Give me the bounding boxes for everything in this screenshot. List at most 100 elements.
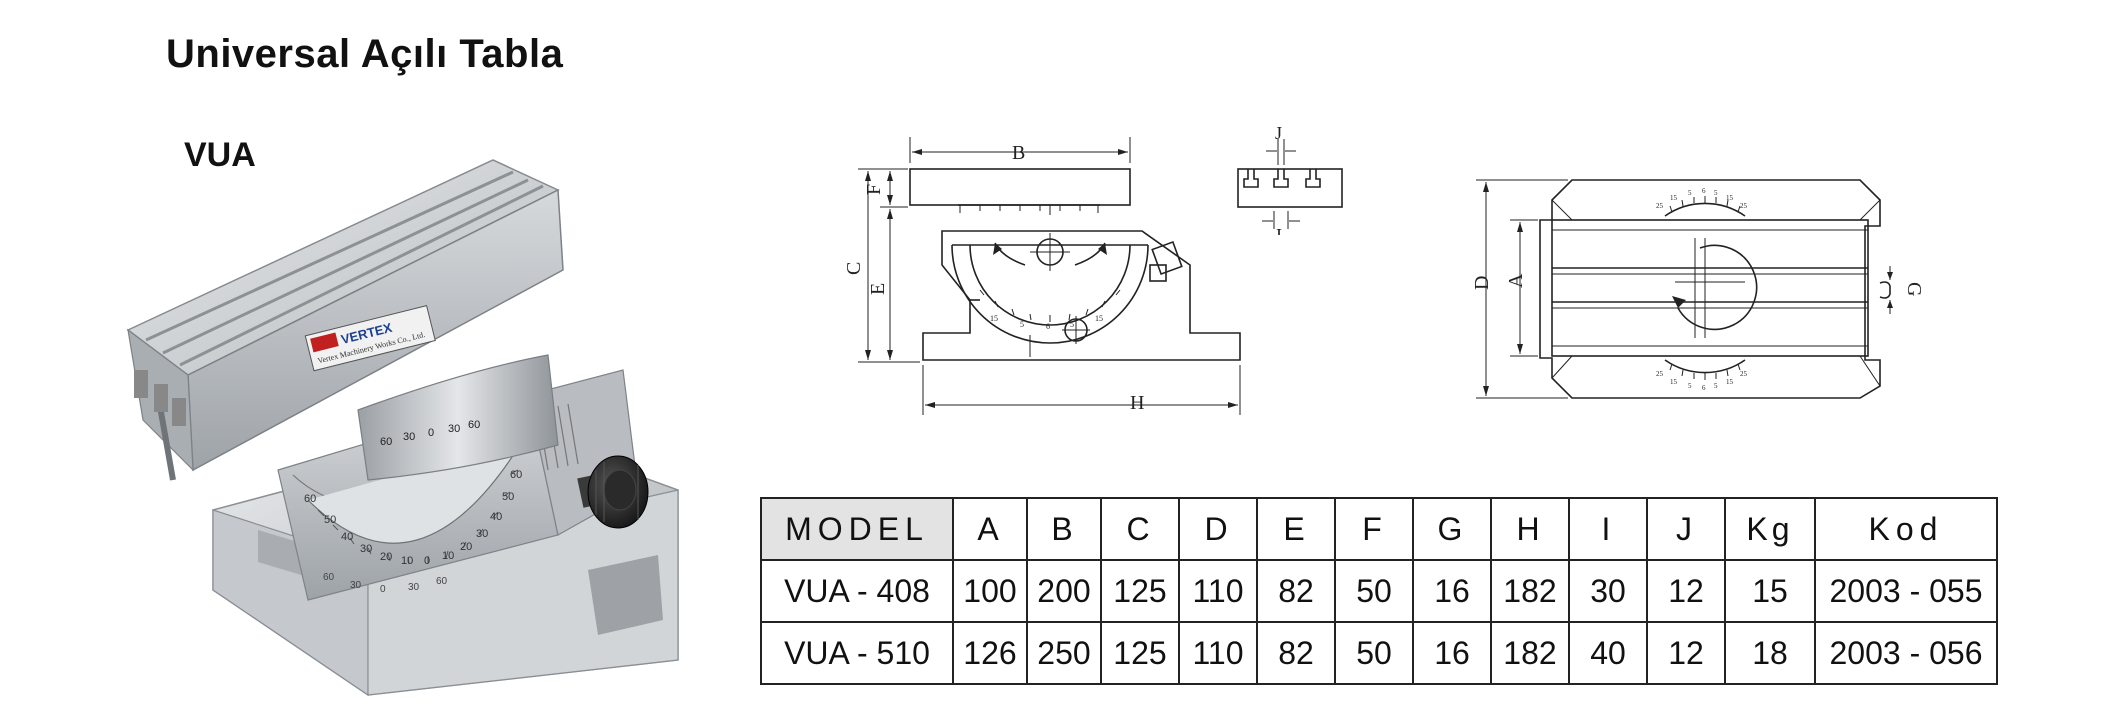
header-h: H	[1490, 497, 1570, 561]
header-kg: Kg	[1724, 497, 1816, 561]
cell-b: 200	[1026, 559, 1102, 623]
cell-kod: 2003 - 055	[1814, 559, 1998, 623]
cell-g: 16	[1412, 621, 1492, 685]
photo-scale-label: 50	[324, 514, 336, 526]
dim-label-d: D	[1471, 276, 1493, 290]
cell-kg: 15	[1724, 559, 1816, 623]
side-view-svg: 15 5 6 5 15 B H F C E	[843, 137, 1241, 415]
header-d: D	[1178, 497, 1258, 561]
cell-b: 250	[1026, 621, 1102, 685]
cell-c: 125	[1100, 559, 1180, 623]
side-view-drawing: 15 5 6 5 15 B H F C E	[840, 125, 1260, 425]
cell-a: 100	[952, 559, 1028, 623]
photo-scale-label: 10	[442, 550, 454, 562]
cell-g: 16	[1412, 559, 1492, 623]
photo-lower-scale-label: 30	[350, 580, 362, 591]
photo-scale-label: 30	[476, 528, 488, 540]
cell-h: 182	[1490, 621, 1570, 685]
cell-model: VUA - 408	[760, 559, 954, 623]
cell-f: 50	[1334, 621, 1414, 685]
header-e: E	[1256, 497, 1336, 561]
top-scale-label: 15	[1670, 194, 1678, 202]
page-title: Universal Açılı Tabla	[166, 32, 564, 76]
table-header-row: MODEL A B C D E F G H I J Kg Kod	[760, 497, 1998, 561]
header-b: B	[1026, 497, 1102, 561]
photo-lower-scale-label: 60	[436, 576, 448, 587]
top-scale-label: 25	[1656, 370, 1664, 378]
top-scale-label: 6	[1702, 384, 1706, 392]
photo-scale-label: 60	[510, 469, 522, 481]
side-scale-label: 5	[1070, 320, 1074, 329]
photo-drum-scale: 0	[428, 427, 434, 439]
top-scale-label: 5	[1714, 189, 1718, 197]
header-f: F	[1334, 497, 1414, 561]
photo-scale-label: 40	[490, 511, 502, 523]
angle-table-illustration: 60 50 40 30 20 10 0 10 20 30 40 50 60 60…	[126, 159, 679, 697]
table-row: VUA - 510 126 250 125 110 82 50 16 182 4…	[760, 621, 1998, 685]
photo-scale-label: 60	[304, 493, 316, 505]
photo-drum-scale: 30	[448, 423, 460, 435]
photo-scale-label: 20	[380, 551, 392, 563]
photo-drum-scale: 60	[468, 419, 480, 431]
cell-f: 50	[1334, 559, 1414, 623]
side-scale-label: 15	[990, 314, 998, 323]
product-photo: 60 50 40 30 20 10 0 10 20 30 40 50 60 60…	[118, 140, 688, 700]
header-i: I	[1568, 497, 1648, 561]
top-scale-label: 15	[1726, 378, 1734, 386]
header-model: MODEL	[760, 497, 954, 561]
top-view-svg: 25 15 5 6 5 15 25 25 15 5 6 5 15 25 D A …	[1471, 179, 1925, 399]
cell-d: 110	[1178, 621, 1258, 685]
dim-label-a: A	[1505, 273, 1527, 288]
spec-table: MODEL A B C D E F G H I J Kg Kod VUA - 4…	[760, 497, 1998, 685]
cell-model: VUA - 510	[760, 621, 954, 685]
cell-d: 110	[1178, 559, 1258, 623]
dim-label-b: B	[1012, 142, 1025, 164]
top-scale-label: 5	[1688, 382, 1692, 390]
slot-detail-drawing: J I	[1230, 123, 1350, 245]
photo-scale-label: 30	[360, 543, 372, 555]
header-g: G	[1412, 497, 1492, 561]
side-scale-label: 15	[1095, 314, 1103, 323]
cell-i: 30	[1568, 559, 1648, 623]
model-code: VUA	[184, 136, 256, 174]
header-a: A	[952, 497, 1028, 561]
dim-label-h: H	[1130, 392, 1144, 414]
dim-label-f: F	[863, 184, 885, 195]
cell-i: 40	[1568, 621, 1648, 685]
cell-e: 82	[1256, 621, 1336, 685]
slot-detail-svg: J I	[1237, 123, 1343, 245]
top-view-drawing: 25 15 5 6 5 15 25 25 15 5 6 5 15 25 D A …	[1460, 168, 1960, 408]
photo-drum-scale: 60	[380, 436, 392, 448]
dim-label-c: C	[843, 262, 865, 275]
dim-label-i: I	[1276, 225, 1282, 235]
top-scale-label: 25	[1656, 202, 1664, 210]
header-kod: Kod	[1814, 497, 1998, 561]
cell-c: 125	[1100, 621, 1180, 685]
top-scale-label: 15	[1726, 194, 1734, 202]
cell-kod: 2003 - 056	[1814, 621, 1998, 685]
photo-scale-label: 10	[401, 555, 413, 567]
cell-j: 12	[1646, 559, 1726, 623]
dim-label-g: G	[1903, 282, 1925, 296]
dim-label-e: E	[867, 283, 889, 295]
dim-label-j: J	[1275, 125, 1282, 143]
photo-drum-scale: 30	[403, 431, 415, 443]
photo-scale-label: 40	[341, 531, 353, 543]
table-row: VUA - 408 100 200 125 110 82 50 16 182 3…	[760, 559, 1998, 623]
photo-lower-scale-label: 30	[408, 582, 420, 593]
cell-h: 182	[1490, 559, 1570, 623]
photo-scale-label: 50	[502, 491, 514, 503]
photo-lower-scale-label: 0	[380, 584, 386, 595]
cell-e: 82	[1256, 559, 1336, 623]
side-scale-label: 5	[1020, 320, 1024, 329]
header-c: C	[1100, 497, 1180, 561]
cell-kg: 18	[1724, 621, 1816, 685]
photo-lower-scale-label: 60	[323, 572, 335, 583]
photo-scale-label: 20	[460, 541, 472, 553]
top-scale-label: 25	[1740, 370, 1748, 378]
top-scale-label: 5	[1714, 382, 1718, 390]
side-scale-label: 6	[1046, 322, 1050, 331]
top-scale-label: 25	[1740, 202, 1748, 210]
header-j: J	[1646, 497, 1726, 561]
cell-j: 12	[1646, 621, 1726, 685]
